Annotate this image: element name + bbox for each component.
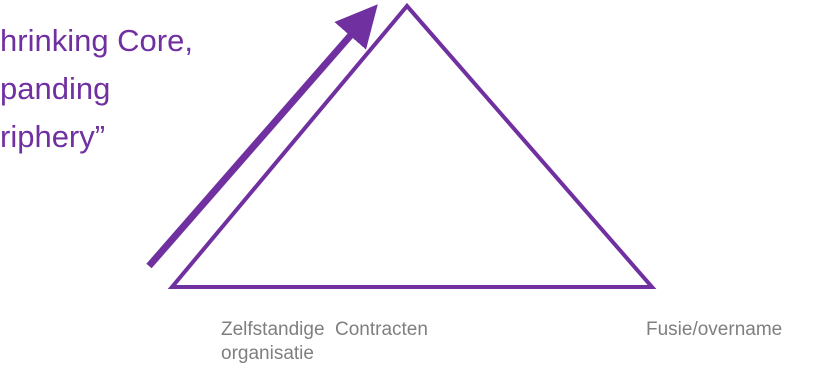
quote-line-2: panding — [0, 71, 111, 106]
label-left-line-1: Zelfstandige — [221, 319, 325, 340]
growth-arrow — [146, 4, 378, 269]
quote-text: hrinking Core, panding riphery” — [0, 22, 300, 182]
label-zelfstandige-organisatie: Zelfstandige organisatie — [221, 318, 325, 366]
label-contracten: Contracten — [335, 319, 428, 340]
triangle-outline — [167, 2, 657, 289]
quote-line-3: riphery” — [0, 119, 106, 154]
label-left-line-2: organisatie — [221, 343, 314, 364]
label-fusie-overname: Fusie/overname — [646, 319, 783, 340]
quote-line-1: hrinking Core, — [0, 23, 193, 58]
